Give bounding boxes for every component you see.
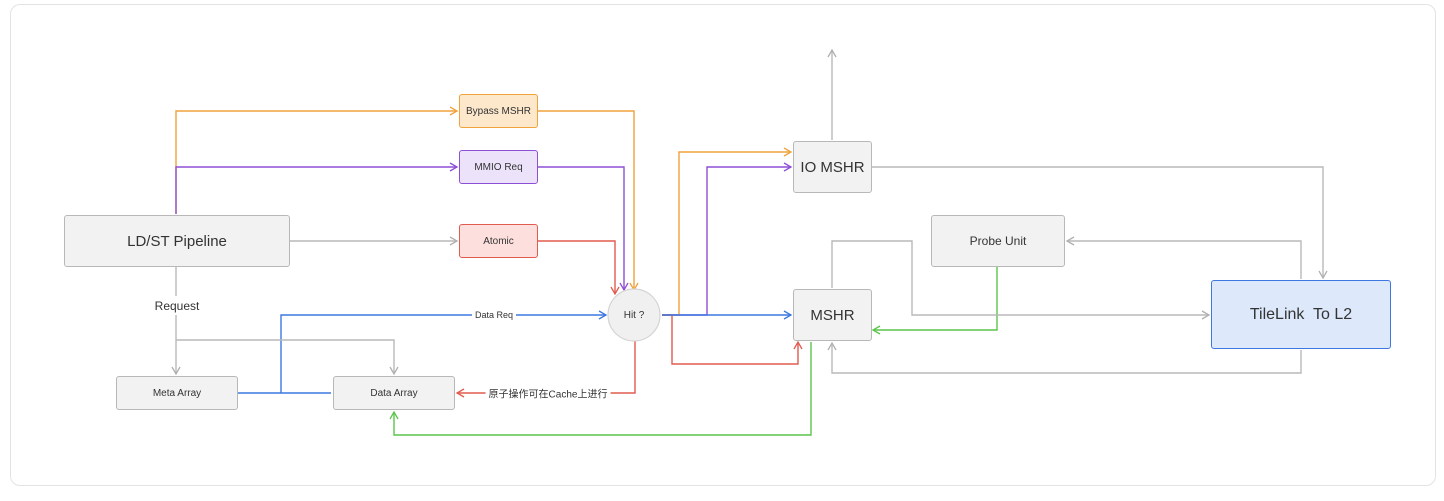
edge-pipeline-to-mmio xyxy=(175,162,459,214)
atomic-note-label: 原子操作可在Cache上进行 xyxy=(485,385,611,401)
edge-iomshr-to-tilelink xyxy=(872,166,1328,280)
edge-hit-to-iomshr-orange xyxy=(662,147,793,316)
edge-bypass-to-hit xyxy=(538,110,639,292)
edge-mmio-to-hit xyxy=(538,166,629,292)
hit-node-circle xyxy=(607,288,661,342)
edge-pipeline-to-bypass xyxy=(175,106,459,214)
mmio-req-node[interactable]: MMIO Req xyxy=(459,150,538,184)
meta-array-node[interactable]: Meta Array xyxy=(116,376,238,410)
edge-tilelink-to-mshr xyxy=(827,341,1302,374)
data-req-label: Data Req xyxy=(471,310,517,320)
edge-mshr-to-dataarray-green xyxy=(389,342,812,436)
ldst-pipeline-node[interactable]: LD/ST Pipeline xyxy=(64,215,290,267)
diagram-frame xyxy=(10,4,1436,486)
atomic-node[interactable]: Atomic xyxy=(459,224,538,258)
edge-mshr-to-tilelink xyxy=(831,240,1211,320)
edge-hit-to-iomshr-purple xyxy=(662,162,793,316)
edge-hit-to-mshr-red xyxy=(662,314,803,365)
edge-atomic-to-hit xyxy=(538,240,620,296)
bypass-mshr-node[interactable]: Bypass MSHR xyxy=(459,94,538,128)
edge-probe-to-mshr-green xyxy=(871,267,998,335)
data-array-node[interactable]: Data Array xyxy=(333,376,455,410)
edge-request-to-dataarray xyxy=(176,339,399,376)
request-label: Request xyxy=(151,299,203,313)
mshr-node[interactable]: MSHR xyxy=(793,289,872,341)
edge-tilelink-to-probe xyxy=(1065,236,1302,279)
probe-unit-node[interactable]: Probe Unit xyxy=(931,215,1065,267)
tilelink-node[interactable]: TileLink To L2 xyxy=(1211,280,1391,349)
hit-node[interactable]: Hit ? xyxy=(623,309,645,321)
io-mshr-node[interactable]: IO MSHR xyxy=(793,141,872,193)
